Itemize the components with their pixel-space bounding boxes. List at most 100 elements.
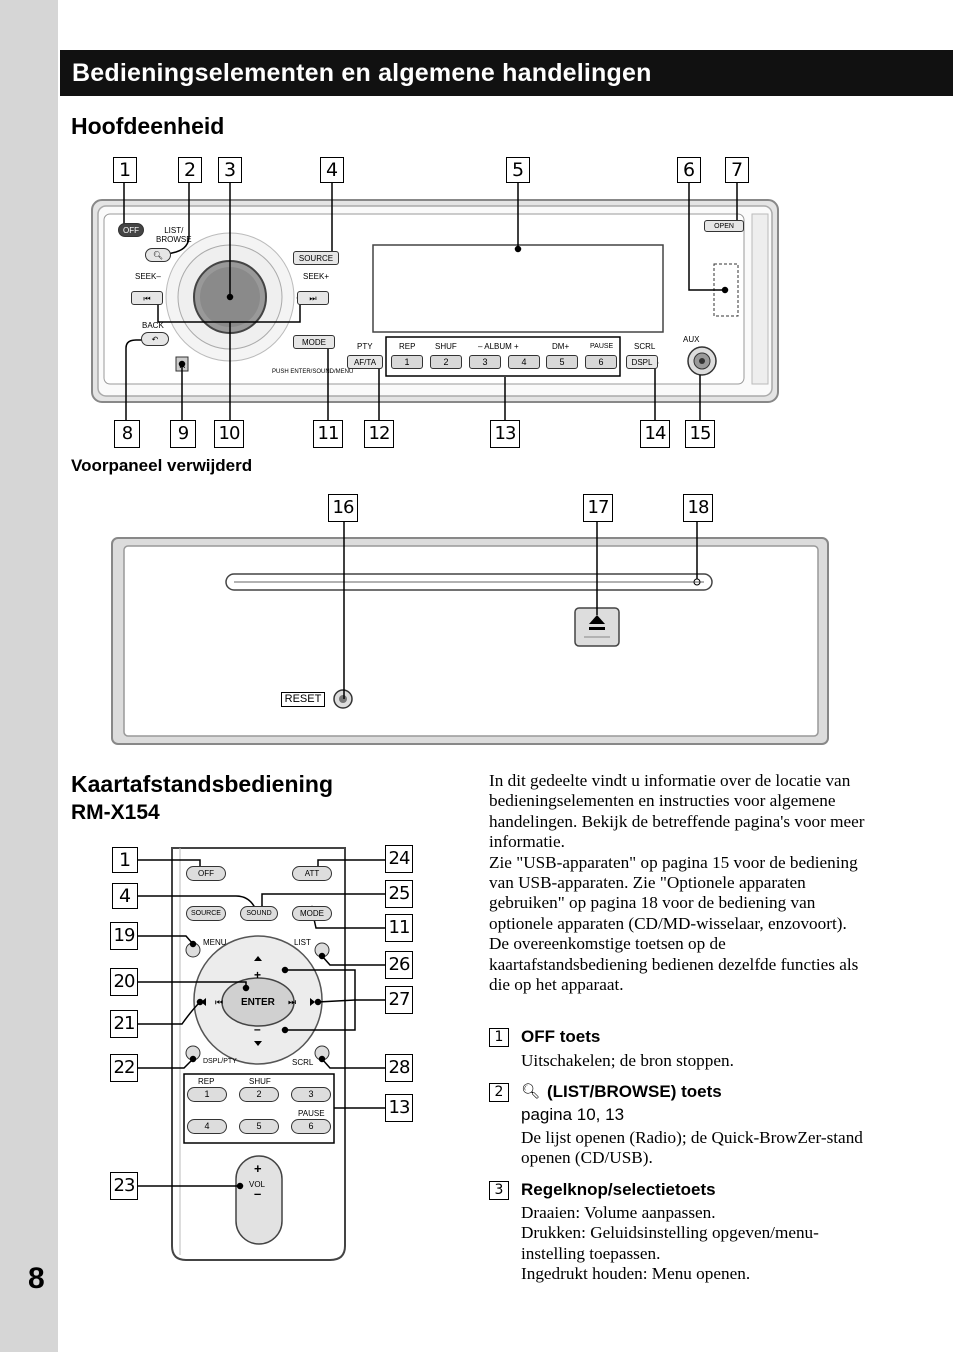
item-title: (LIST/BROWSE) toets [547,1082,722,1101]
push-enter-label: PUSH ENTER/SOUND/MENU [272,369,354,375]
remote-callout-20: 20 [110,968,138,996]
callout-11: 11 [313,420,343,448]
remote-menu-label: MENU [203,938,227,947]
remote-vol-minus[interactable]: – [254,1186,262,1201]
remote-callout-25: 25 [385,880,413,908]
remote-mode-button[interactable]: MODE [292,906,332,921]
aux-label: AUX [683,335,700,344]
off-button[interactable]: OFF [118,223,144,237]
remote-dspl-pty-label: DSPL/PTY [203,1058,237,1065]
eject-icon[interactable] [576,608,618,646]
remote-callout-11: 11 [385,914,413,942]
remote-callout-19: 19 [110,922,138,950]
back-label: BACK [142,321,164,330]
front-panel-drawing [111,522,829,745]
callout-13: 13 [490,420,520,448]
dspl-button[interactable]: DSPL [626,355,658,369]
page-number: 8 [28,1262,45,1295]
item-description: De lijst openen (Radio); de Quick-BrowZe… [521,1128,863,1168]
remote-num-1-button[interactable]: 1 [187,1087,227,1102]
item-description: Draaien: Volume aanpassen. Drukken: Gelu… [521,1203,819,1284]
skip-forward-icon[interactable]: ⏭ [288,997,297,1007]
reset-label: RESET [281,692,325,707]
skip-back-icon: ⏮ [143,294,151,303]
dm-plus-label: DM+ [552,342,570,351]
callout-4: 4 [320,157,344,183]
remote-callout-27: 27 [385,986,413,1014]
callout-9: 9 [170,420,196,448]
remote-callout-24: 24 [385,845,413,873]
callout-16: 16 [328,494,358,522]
remote-source-button[interactable]: SOURCE [186,906,226,921]
item-page-ref: pagina 10, 13 [521,1105,625,1124]
remote-num-3-button[interactable]: 3 [291,1087,331,1102]
preset-1-button[interactable]: 1 [391,355,423,369]
af-ta-button[interactable]: AF/TA [347,355,383,369]
remote-num-5-button[interactable]: 5 [239,1119,279,1134]
remote-num-4-button[interactable]: 4 [187,1119,227,1134]
search-icon: 🔍︎ [152,251,164,260]
main-unit-heading: Hoofdeenheid [71,113,225,139]
remote-callout-21: 21 [110,1010,138,1038]
rep-label: REP [399,342,416,351]
remote-callout-26: 26 [385,951,413,979]
callout-15: 15 [685,420,715,448]
list-browse-button[interactable]: 🔍︎ [145,248,171,262]
remote-off-button[interactable]: OFF [186,866,226,881]
preset-3-button[interactable]: 3 [469,355,501,369]
seek-minus-button[interactable]: ⏮ [131,291,163,305]
callout-8: 8 [114,420,140,448]
skip-back-icon[interactable]: ⏮ [215,997,224,1007]
remote-enter-button[interactable]: ENTER [241,997,275,1008]
remote-callout-22: 22 [110,1054,138,1082]
item-title: Regelknop/selectietoets [521,1180,716,1199]
callout-10: 10 [214,420,244,448]
album-label: – ALBUM + [478,342,519,351]
page-margin-bar [0,0,58,1352]
preset-6-button[interactable]: 6 [585,355,617,369]
open-button[interactable]: OPEN [704,220,744,232]
remote-att-button[interactable]: ATT [292,866,332,881]
seek-minus-label: SEEK– [135,272,161,281]
callout-18: 18 [683,494,713,522]
remote-heading: Kaartafstandsbediening [71,771,333,797]
remote-up-plus[interactable]: + [254,968,262,982]
remote-num-2-button[interactable]: 2 [239,1087,279,1102]
page-title: Bedieningselementen en algemene handelin… [60,50,953,96]
main-unit-drawing: R [91,183,779,420]
pty-label: PTY [357,342,373,351]
remote-rep-label: REP [198,1077,215,1086]
seek-plus-button[interactable]: ⏭ [297,291,329,305]
item-number: 2 [489,1083,509,1102]
source-button[interactable]: SOURCE [293,251,339,265]
back-arrow-icon: ↶ [151,335,159,344]
mode-button[interactable]: MODE [293,335,335,349]
seek-plus-label: SEEK+ [303,272,330,281]
item-title: OFF toets [521,1027,601,1046]
remote-list-label: LIST [294,938,311,947]
shuf-label: SHUF [435,342,457,351]
remote-callout-1: 1 [112,847,138,873]
remote-callout-13: 13 [385,1094,413,1122]
callout-17: 17 [583,494,613,522]
remote-drawing [138,847,385,1261]
remote-callout-4: 4 [112,883,138,909]
remote-vol-plus[interactable]: + [254,1161,262,1176]
pause-label: PAUSE [590,343,614,350]
preset-2-button[interactable]: 2 [430,355,462,369]
remote-shuf-label: SHUF [249,1077,271,1086]
callout-3: 3 [218,157,242,183]
preset-4-button[interactable]: 4 [508,355,540,369]
list-browse-label: LIST/ BROWSE [156,226,192,244]
remote-vol-label: VOL [249,1180,266,1189]
remote-down-minus[interactable]: – [254,1022,261,1036]
back-button[interactable]: ↶ [141,332,169,346]
remote-num-6-button[interactable]: 6 [291,1119,331,1134]
remote-sound-button[interactable]: SOUND [240,906,278,921]
item-number: 1 [489,1028,509,1047]
callout-7: 7 [725,157,749,183]
callout-2: 2 [178,157,202,183]
search-icon: 🔍︎ [521,1083,541,1100]
preset-5-button[interactable]: 5 [546,355,578,369]
remote-callout-28: 28 [385,1054,413,1082]
